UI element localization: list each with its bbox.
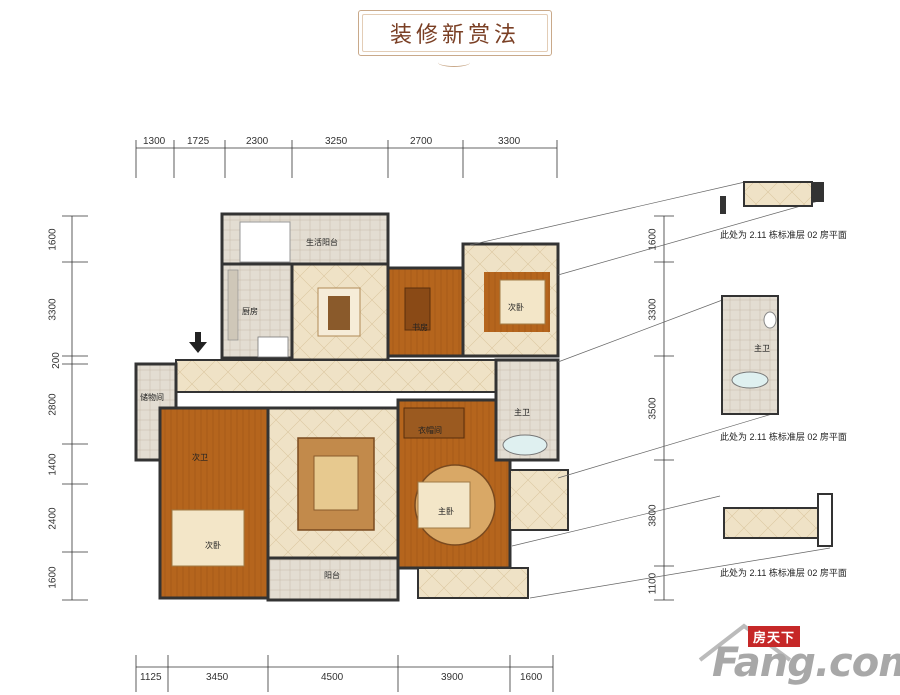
right-dim-5: 1100 <box>647 572 659 595</box>
inset-plan-1 <box>720 181 824 214</box>
entrance-arrow-icon <box>189 332 207 353</box>
label-kitchen: 厨房 <box>242 307 258 316</box>
label-second-bedroom-bottom: 次卧 <box>205 541 221 550</box>
top-dim-1: 1300 <box>143 136 166 147</box>
bottom-dim-5: 1600 <box>520 672 543 683</box>
inset-plan-3 <box>723 493 833 547</box>
top-dim-6: 3300 <box>498 136 521 147</box>
left-dimension-line <box>62 215 88 601</box>
left-dim-3: 200 <box>50 352 62 369</box>
bottom-dim-4: 3900 <box>441 672 464 683</box>
top-dim-5: 2700 <box>410 136 433 147</box>
top-dim-2: 1725 <box>187 136 210 147</box>
bottom-dim-3: 4500 <box>321 672 344 683</box>
inset-note-2: 此处为 2.11 栋标准层 02 房平面 <box>720 432 847 442</box>
label-master-bedroom: 主卧 <box>438 507 454 516</box>
label-guest-bath: 次卫 <box>192 453 208 462</box>
label-storage: 储物间 <box>140 393 164 402</box>
label-second-bedroom-top: 次卧 <box>508 303 524 312</box>
right-dim-1: 1600 <box>647 228 659 251</box>
left-dim-6: 2400 <box>47 507 59 530</box>
label-balcony: 阳台 <box>324 571 340 580</box>
left-dim-4: 2800 <box>47 393 59 416</box>
left-dim-2: 3300 <box>47 298 59 321</box>
label-study: 书房 <box>412 323 428 332</box>
watermark-chinese: 房天下 <box>748 626 801 647</box>
inset-plan-2 <box>721 295 779 415</box>
label-inset-bath: 主卫 <box>754 344 770 353</box>
page-title: 装修新赏法 <box>358 10 552 56</box>
inset-leader-lines <box>469 181 831 599</box>
label-service-balcony: 生活阳台 <box>306 238 338 247</box>
label-master-bath: 主卫 <box>514 408 530 417</box>
right-dim-3: 3500 <box>647 397 659 420</box>
top-dim-4: 3250 <box>325 136 348 147</box>
watermark-logo <box>698 623 792 662</box>
bottom-dim-1: 1125 <box>140 672 162 683</box>
right-dimension-line <box>654 215 674 601</box>
left-dim-7: 1600 <box>47 566 59 589</box>
top-dim-3: 2300 <box>246 136 269 147</box>
top-dimension-line <box>135 140 558 178</box>
inset-note-1: 此处为 2.11 栋标准层 02 房平面 <box>720 230 847 240</box>
right-dim-4: 3800 <box>647 504 659 527</box>
right-dim-2: 3300 <box>647 298 659 321</box>
inset-note-3: 此处为 2.11 栋标准层 02 房平面 <box>720 568 847 578</box>
bottom-dim-2: 3450 <box>206 672 229 683</box>
bottom-dimension-line <box>135 655 554 692</box>
watermark-english: Fang.com <box>712 640 900 686</box>
plan-walls <box>134 212 569 602</box>
title-ornament <box>438 58 470 67</box>
left-dim-5: 1400 <box>47 453 59 476</box>
left-dim-1: 1600 <box>47 228 59 251</box>
label-closet: 衣帽间 <box>418 426 442 435</box>
